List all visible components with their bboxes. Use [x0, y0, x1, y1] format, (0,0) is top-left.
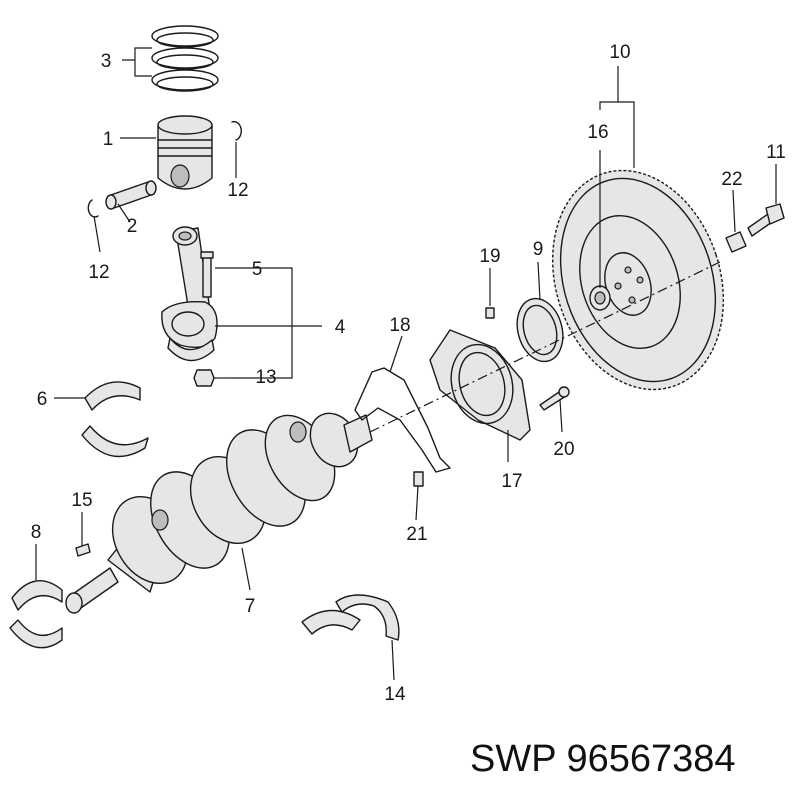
callout-14: 14	[384, 684, 406, 705]
piston-rings	[151, 25, 219, 92]
callout-15: 15	[71, 490, 92, 511]
callout-5: 5	[252, 259, 263, 280]
callout-10: 10	[609, 42, 630, 63]
flywheel-bolt	[747, 203, 785, 237]
callout-6: 6	[37, 389, 48, 410]
rear-oil-seal	[516, 297, 564, 363]
piston	[157, 115, 213, 190]
callout-11: 11	[766, 142, 786, 163]
callout-9: 9	[533, 239, 544, 260]
callout-20: 20	[553, 439, 574, 460]
callout-21: 21	[406, 524, 427, 545]
pilot-bearing	[589, 285, 611, 311]
piston-pin	[105, 180, 157, 210]
rod-nut	[193, 369, 215, 387]
housing-bolts	[413, 307, 570, 487]
callout-1: 1	[103, 129, 114, 150]
rod-bolt	[200, 251, 214, 298]
part-number-text: 96567384	[566, 738, 736, 780]
bolt-washer	[725, 231, 747, 253]
callout-17: 17	[501, 471, 522, 492]
rod-bearings	[81, 381, 149, 458]
main-bearings	[9, 580, 63, 649]
callout-7: 7	[245, 596, 256, 617]
callout-18: 18	[389, 315, 410, 336]
callout-19: 19	[479, 246, 500, 267]
callout-12-upper: 12	[227, 180, 248, 201]
callout-8: 8	[31, 522, 42, 543]
flywheel	[551, 169, 725, 391]
rear-seal-housing	[429, 329, 531, 441]
seal-housing-gasket	[354, 367, 451, 473]
callout-12-lower: 12	[88, 262, 109, 283]
callout-13: 13	[255, 367, 276, 388]
callout-4: 4	[335, 317, 346, 338]
woodruff-key	[75, 543, 91, 557]
brand-text: SWP	[470, 738, 556, 780]
crankshaft	[65, 412, 373, 614]
callout-22: 22	[721, 169, 742, 190]
snap-rings	[87, 120, 242, 218]
callout-3: 3	[101, 51, 112, 72]
thrust-washers	[301, 594, 400, 641]
callout-16: 16	[587, 122, 608, 143]
part-number-caption: SWP 96567384	[470, 738, 790, 788]
callout-2: 2	[127, 216, 138, 237]
connecting-rod	[161, 226, 218, 362]
assembly-axis	[369, 261, 721, 433]
callout-labels: 3 1 12 2 12 5 4 13 6 15 8 7 14 18 17 19 …	[31, 42, 786, 705]
leader-lines	[35, 47, 777, 681]
